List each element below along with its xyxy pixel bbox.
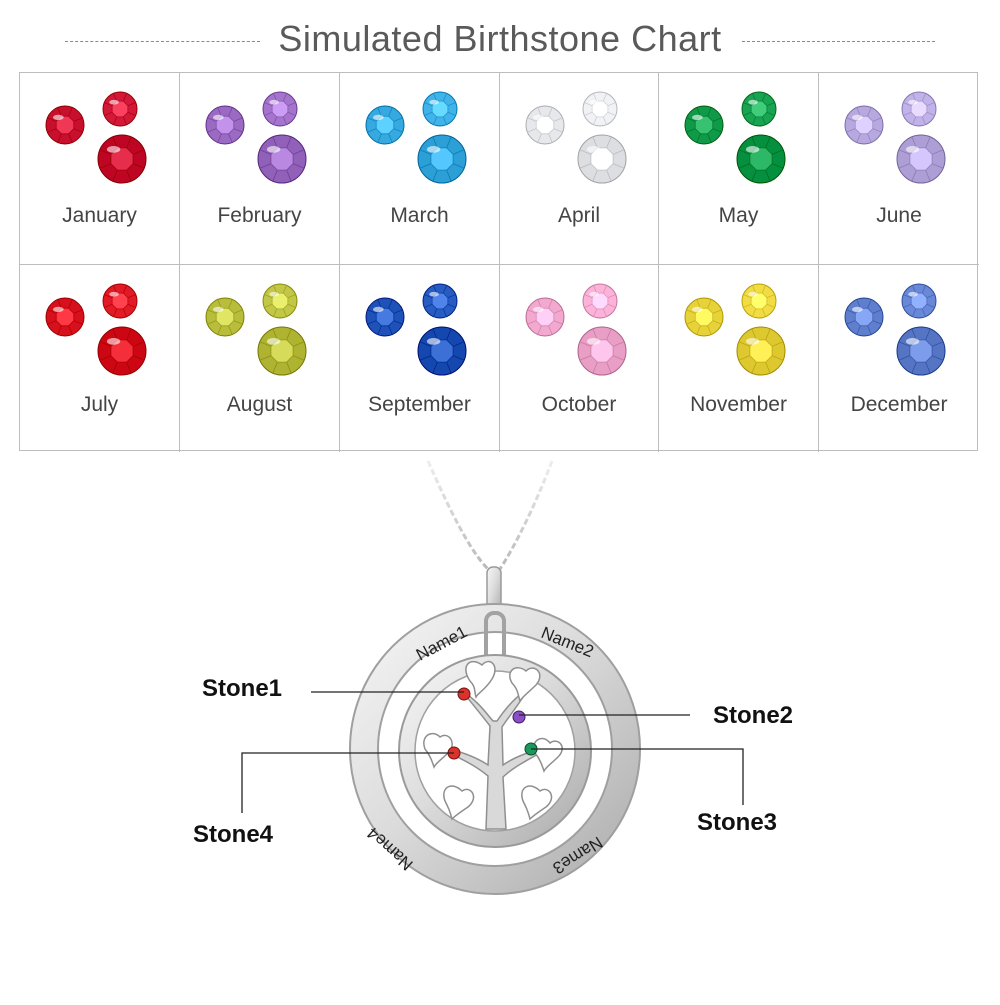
birthstone-cell-april: April [500,73,659,265]
birthstone-cell-march: March [340,73,500,265]
chain [426,460,554,571]
month-label: October [541,393,617,416]
title-divider-left [65,41,260,42]
gemstones-december [844,283,946,376]
gemstones-april [525,91,627,184]
birthstone-cell-october: October [500,265,659,452]
month-label: September [368,393,471,416]
stone-3-label: Stone3 [697,809,778,836]
birthstone-cell-december: December [819,265,979,452]
month-label: March [390,204,449,227]
necklace-diagram: Name1 Name2 Name3 Name4 Stone1 Stone2 St… [0,451,1000,1000]
gemstones-september [365,283,467,376]
birthstone-cell-july: July [20,265,180,452]
title-divider-right [742,41,935,42]
title-row: Simulated Birthstone Chart [0,0,1000,72]
month-label: February [217,204,302,227]
month-label: April [557,204,600,227]
gemstones-march [365,91,467,184]
stone-2-label: Stone2 [713,702,794,729]
leader-lines [241,691,744,813]
stone-1-label: Stone1 [202,675,283,702]
month-label: May [718,204,759,227]
gemstones-february [205,91,307,184]
birthstone-cell-september: September [340,265,500,452]
birthstone-cell-november: November [659,265,819,452]
gemstones-january [45,91,147,184]
gemstones-august [205,283,307,376]
month-label: January [62,204,137,227]
month-label: December [850,393,948,416]
gemstones-june [844,91,946,184]
gemstones-may [684,91,786,184]
gemstones-july [45,283,147,376]
stone-1-gem [457,687,471,701]
page-title: Simulated Birthstone Chart [278,18,722,59]
month-label: June [876,204,922,227]
month-label: August [226,393,293,416]
stone-2-gem [512,710,526,724]
birthstone-cell-february: February [180,73,340,265]
birthstone-cell-august: August [180,265,340,452]
birthstone-cell-june: June [819,73,979,265]
stone-4-label: Stone4 [193,821,274,848]
gemstones-october [525,283,627,376]
birthstone-cell-may: May [659,73,819,265]
month-label: November [690,393,787,416]
necklace-illustration: Name1 Name2 Name3 Name4 [241,460,744,895]
birthstone-cell-january: January [20,73,180,265]
gemstones-november [684,283,786,376]
month-label: July [80,393,119,416]
